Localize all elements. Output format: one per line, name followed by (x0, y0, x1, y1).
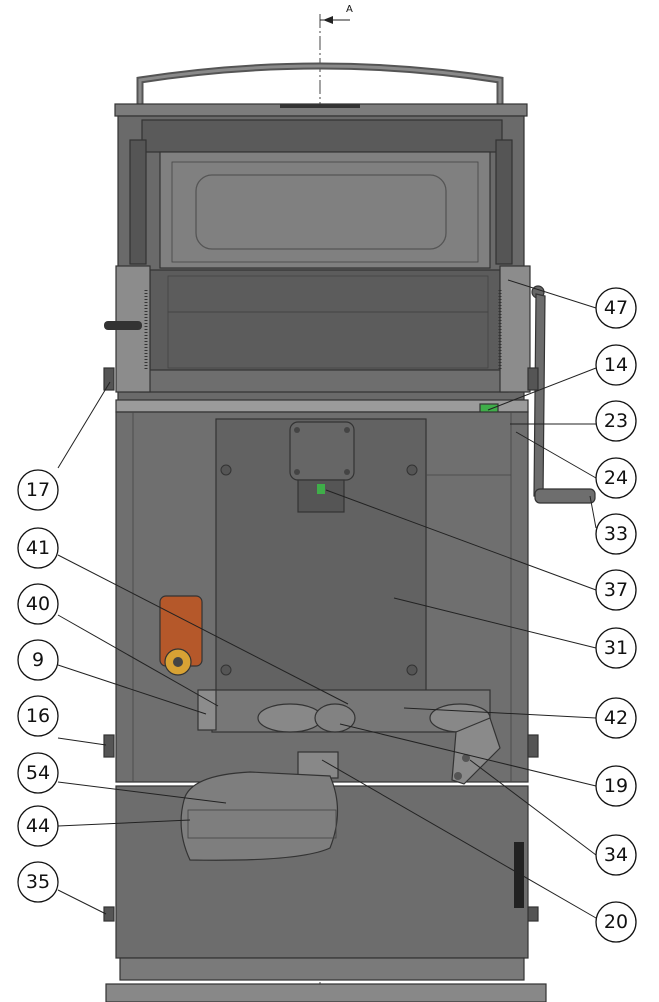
svg-text:42: 42 (604, 707, 628, 729)
callout-42: 42 (595, 697, 637, 739)
callout-33: 33 (595, 513, 637, 555)
svg-text:17: 17 (26, 479, 50, 501)
left-knob (104, 321, 142, 330)
svg-text:40: 40 (26, 593, 50, 615)
callout-23: 23 (595, 400, 637, 442)
right-pin-upper (527, 367, 539, 391)
cutaway-tray (187, 809, 337, 839)
svg-text:47: 47 (604, 297, 628, 319)
svg-text:34: 34 (604, 844, 628, 866)
indicator-slot (514, 842, 524, 908)
callout-14: 14 (595, 344, 637, 386)
callout-40: 40 (17, 583, 59, 625)
roller-base (139, 369, 509, 393)
cutaway (180, 771, 339, 861)
upper-header (141, 119, 503, 153)
right-bracket (499, 265, 531, 393)
crank (531, 285, 596, 504)
callout-37: 37 (595, 569, 637, 611)
stand (105, 983, 547, 1002)
callout-35: 35 (17, 861, 59, 903)
shelf (115, 399, 529, 413)
section-label: A (346, 4, 353, 15)
callout-9: 9 (17, 639, 59, 681)
motor (159, 595, 203, 676)
callout-34: 34 (595, 834, 637, 876)
left-clip (197, 689, 217, 731)
callout-47: 47 (595, 287, 637, 329)
callout-24: 24 (595, 457, 637, 499)
left-pin-upper (103, 367, 115, 391)
right-pin-lower (527, 906, 539, 922)
callout-54: 54 (17, 752, 59, 794)
right-hinge (495, 139, 513, 265)
socket-green (317, 484, 325, 494)
svg-text:31: 31 (604, 637, 628, 659)
left-pin-lower (103, 906, 115, 922)
svg-text:35: 35 (26, 871, 50, 893)
svg-text:14: 14 (604, 354, 628, 376)
left-hinge (129, 139, 147, 265)
roller-housing (149, 269, 501, 379)
base (119, 957, 525, 981)
left-pin-middle (103, 734, 115, 758)
roller-lower (167, 311, 489, 369)
callout-41: 41 (17, 527, 59, 569)
window-frame (159, 151, 491, 269)
svg-text:33: 33 (604, 523, 628, 545)
window-inner (171, 161, 479, 263)
window-glass (195, 174, 447, 250)
callout-31: 31 (595, 627, 637, 669)
leader-lines (57, 279, 597, 919)
callout-20: 20 (595, 901, 637, 943)
callout-17: 17 (17, 469, 59, 511)
right-pin-middle (527, 734, 539, 758)
svg-text:44: 44 (26, 815, 50, 837)
svg-text:16: 16 (26, 705, 50, 727)
crank-handle (534, 488, 596, 504)
lever (451, 717, 501, 785)
svg-text:19: 19 (604, 775, 628, 797)
svg-text:20: 20 (604, 911, 628, 933)
callout-44: 44 (17, 805, 59, 847)
svg-text:9: 9 (32, 649, 44, 671)
top-vent (280, 104, 360, 108)
svg-text:23: 23 (604, 410, 628, 432)
svg-text:24: 24 (604, 467, 628, 489)
callout-16: 16 (17, 695, 59, 737)
callout-19: 19 (595, 765, 637, 807)
svg-text:54: 54 (26, 762, 50, 784)
svg-text:37: 37 (604, 579, 628, 601)
panel-screws (220, 464, 418, 676)
svg-text:41: 41 (26, 537, 50, 559)
carry-handle (136, 62, 504, 108)
